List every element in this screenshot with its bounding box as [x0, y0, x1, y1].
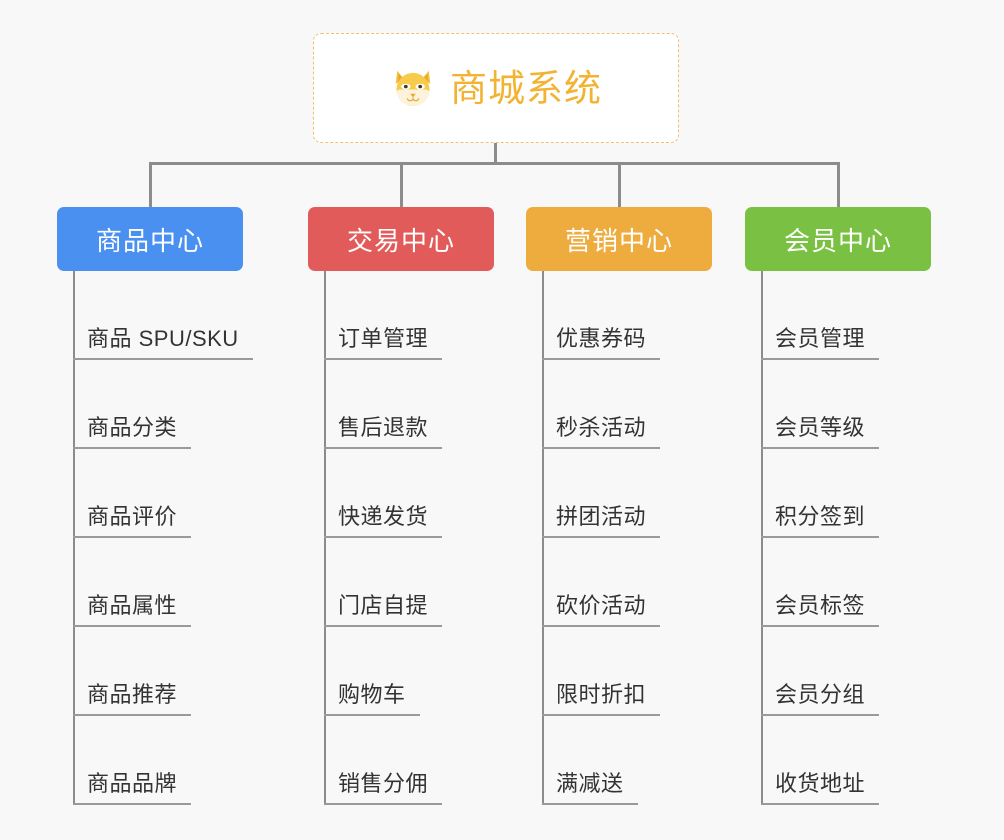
connector-drop-trade-center	[400, 162, 403, 208]
leaf-item[interactable]: 拼团活动	[542, 449, 661, 538]
leaf-item[interactable]: 售后退款	[324, 360, 443, 449]
leaf-item[interactable]: 商品分类	[73, 360, 192, 449]
leaf-item[interactable]: 满减送	[542, 716, 638, 805]
leaf-label: 商品属性	[87, 592, 178, 618]
leaf-label: 砍价活动	[556, 592, 647, 618]
leaf-label: 快递发货	[338, 503, 429, 529]
leaf-label: 满减送	[556, 770, 624, 796]
leaf-label: 订单管理	[338, 325, 429, 351]
leaf-label: 购物车	[338, 681, 406, 707]
leaf-item[interactable]: 秒杀活动	[542, 360, 661, 449]
leaf-item[interactable]: 会员管理	[761, 271, 880, 360]
leaf-label: 商品推荐	[87, 681, 178, 707]
leaf-trunk	[542, 271, 544, 805]
leaf-label: 商品分类	[87, 414, 178, 440]
leaf-label: 限时折扣	[556, 681, 647, 707]
leaf-item[interactable]: 商品属性	[73, 538, 192, 627]
connector-horizontal-bus	[149, 162, 840, 165]
category-label: 营销中心	[564, 225, 673, 256]
category-box-trade-center[interactable]: 交易中心	[308, 207, 494, 271]
connector-drop-marketing-center	[618, 162, 621, 208]
leaf-item[interactable]: 销售分佣	[324, 716, 443, 805]
connector-drop-product-center	[149, 162, 152, 208]
leaf-label: 商品品牌	[87, 770, 178, 796]
leaf-label: 会员管理	[775, 325, 866, 351]
leaf-label: 商品评价	[87, 503, 178, 529]
category-box-product-center[interactable]: 商品中心	[57, 207, 243, 271]
connector-drop-member-center	[837, 162, 840, 208]
leaf-label: 销售分佣	[338, 770, 429, 796]
connector-root-stem	[494, 143, 497, 164]
category-box-member-center[interactable]: 会员中心	[745, 207, 931, 271]
leaf-item[interactable]: 会员等级	[761, 360, 880, 449]
leaf-trunk	[73, 271, 75, 805]
leaf-item[interactable]: 会员分组	[761, 627, 880, 716]
category-label: 商品中心	[95, 225, 204, 256]
leaf-item[interactable]: 收货地址	[761, 716, 880, 805]
root-title: 商城系统	[450, 67, 602, 109]
leaf-item[interactable]: 砍价活动	[542, 538, 661, 627]
category-box-marketing-center[interactable]: 营销中心	[526, 207, 712, 271]
category-label: 会员中心	[783, 225, 892, 256]
leaf-item[interactable]: 商品评价	[73, 449, 192, 538]
leaf-label: 拼团活动	[556, 503, 647, 529]
shiba-dog-icon	[395, 70, 431, 106]
leaf-item[interactable]: 积分签到	[761, 449, 880, 538]
leaf-item[interactable]: 购物车	[324, 627, 420, 716]
leaf-label: 会员标签	[775, 592, 866, 618]
leaf-label: 收货地址	[775, 770, 866, 796]
leaf-item[interactable]: 优惠券码	[542, 271, 661, 360]
leaf-label: 会员分组	[775, 681, 866, 707]
leaf-item[interactable]: 会员标签	[761, 538, 880, 627]
leaf-trunk	[761, 271, 763, 805]
leaf-item[interactable]: 订单管理	[324, 271, 443, 360]
leaf-label: 门店自提	[338, 592, 429, 618]
category-label: 交易中心	[346, 225, 455, 256]
root-node[interactable]: 商城系统	[313, 33, 679, 143]
leaf-label: 优惠券码	[556, 325, 647, 351]
leaf-label: 售后退款	[338, 414, 429, 440]
leaf-label: 会员等级	[775, 414, 866, 440]
leaf-label: 秒杀活动	[556, 414, 647, 440]
leaf-label: 商品 SPU/SKU	[87, 325, 239, 351]
leaf-label: 积分签到	[775, 503, 866, 529]
leaf-item[interactable]: 商品推荐	[73, 627, 192, 716]
leaf-item[interactable]: 快递发货	[324, 449, 443, 538]
leaf-item[interactable]: 限时折扣	[542, 627, 661, 716]
leaf-item[interactable]: 门店自提	[324, 538, 443, 627]
leaf-item[interactable]: 商品 SPU/SKU	[73, 271, 253, 360]
leaf-item[interactable]: 商品品牌	[73, 716, 192, 805]
leaf-trunk	[324, 271, 326, 805]
